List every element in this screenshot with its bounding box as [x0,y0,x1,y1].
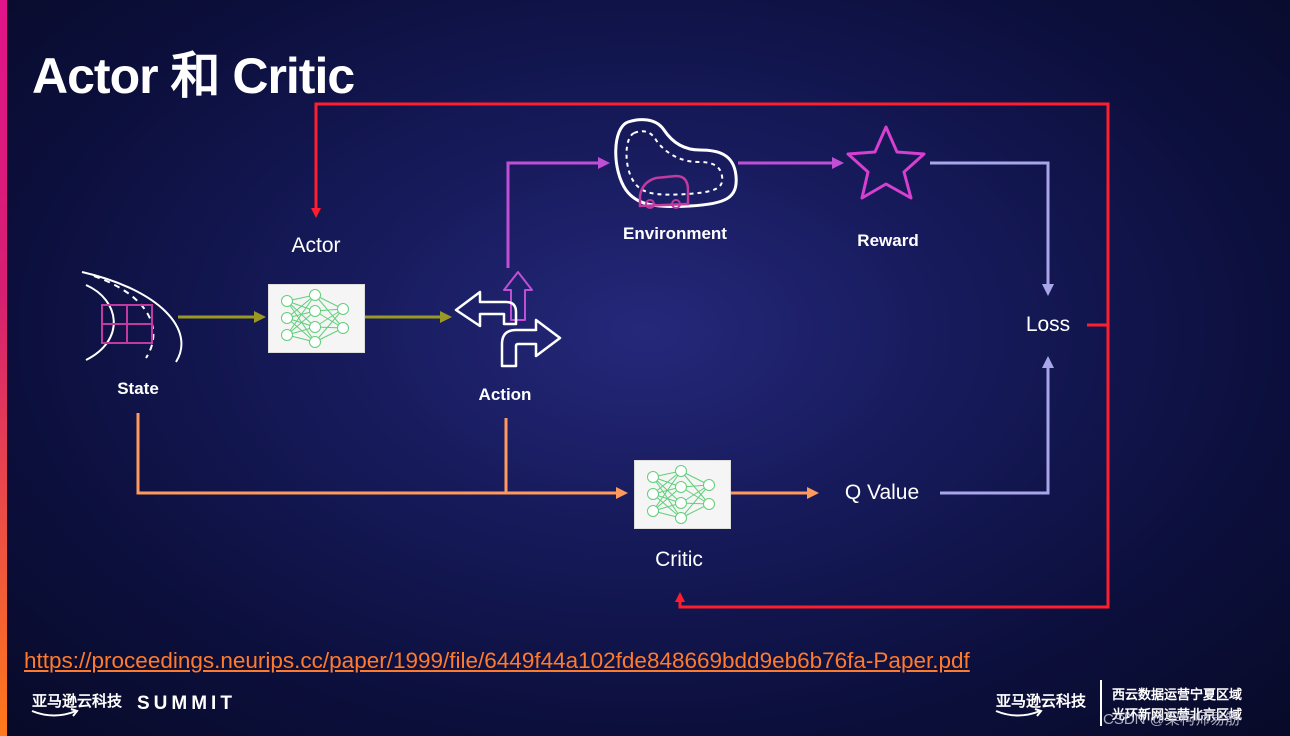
footer-divider [1100,680,1102,726]
actor-network-box [268,284,365,353]
accent-edge-bar [0,0,7,736]
feedback-loop [311,102,1110,609]
road-icon [81,271,183,363]
brand-logo-right: 亚马逊云科技 [996,693,1087,710]
to-loss-arrows [930,161,1054,495]
critic-network-box [634,460,731,529]
watermark: CSDN @架构师易筋 [1103,711,1240,728]
to-critic-arrows [136,413,819,499]
summit-label: SUMMIT [137,693,236,714]
region-line-2: 光环新网运营北京区域 [1112,707,1243,722]
loss-label: Loss [1025,313,1071,336]
action-label: Action [478,385,532,404]
reward-label: Reward [857,231,919,250]
actor-label: Actor [291,234,341,257]
direction-arrows-icon [454,271,562,368]
neural-net-icon [281,289,349,348]
paper-link[interactable]: https://proceedings.neurips.cc/paper/199… [24,648,970,673]
action-to-reward-arrows [506,157,844,268]
neural-net-icon [647,465,715,524]
critic-label: Critic [655,548,703,571]
slide-title: Actor 和 Critic [32,48,355,104]
state-label: State [117,379,159,398]
environment-label: Environment [623,224,727,243]
race-track-icon [614,118,738,209]
smile-arrow-icon [31,708,79,717]
region-line-1: 西云数据运营宁夏区域 [1112,687,1243,702]
smile-arrow-icon [995,708,1043,717]
star-icon [846,125,926,200]
brand-logo-left: 亚马逊云科技 [32,693,123,710]
q-value-label: Q Value [844,481,920,504]
